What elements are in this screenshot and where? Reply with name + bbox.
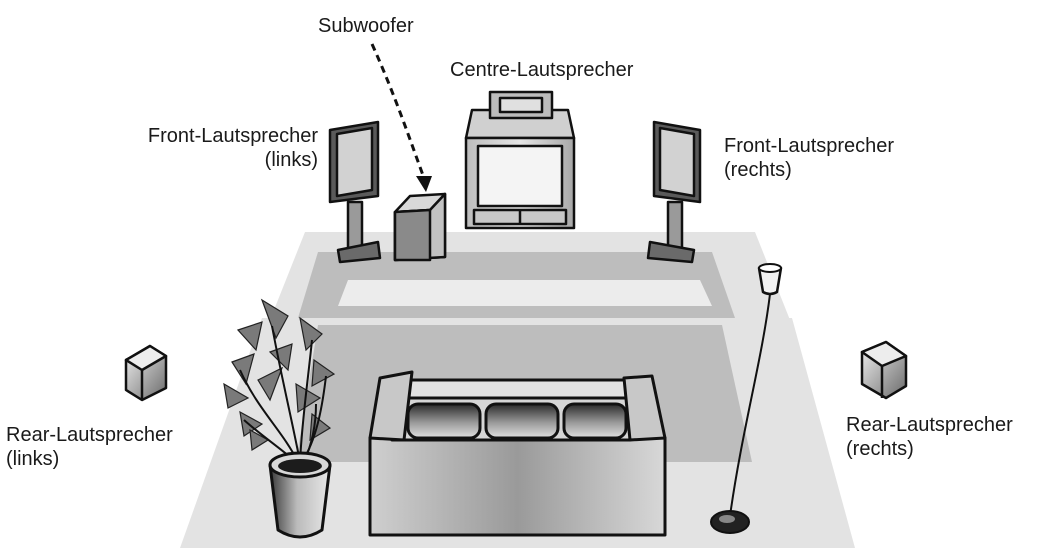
subwoofer-pointer-arrow (370, 43, 432, 192)
label-rear-right: Rear-Lautsprecher (rechts) (846, 413, 1013, 461)
rear-speaker-right (860, 340, 908, 400)
plant-stems (239, 325, 327, 463)
plant-pot (268, 451, 332, 539)
label-rear-right-line1: Rear-Lautsprecher (846, 414, 1013, 436)
sofa-cushion-2 (484, 402, 560, 440)
front-speaker-left (328, 120, 382, 264)
label-front-left-line1: Front-Lautsprecher (147, 125, 318, 147)
label-front-right-line2: (rechts) (724, 159, 792, 181)
floor-back-inner (338, 280, 712, 306)
label-front-right-line1: Front-Lautsprecher (724, 135, 895, 157)
potted-plant (223, 298, 336, 539)
plant-leaves (223, 298, 336, 452)
label-front-left-line2: (links) (264, 149, 318, 171)
label-front-right: Front-Lautsprecher (rechts) (724, 134, 894, 182)
label-centre-speaker: Centre-Lautsprecher (450, 59, 634, 81)
subwoofer-box (393, 192, 447, 262)
tv-centre-speaker (464, 90, 576, 230)
sofa (368, 370, 667, 537)
sofa-cushion-3 (562, 402, 628, 440)
label-rear-left-line2: (links) (6, 448, 60, 470)
sofa-cushion-1 (406, 402, 482, 440)
floor-lamp (710, 263, 783, 534)
front-speaker-right (646, 120, 702, 264)
label-front-left: Front-Lautsprecher (links) (112, 124, 318, 172)
rear-speaker-left (124, 344, 168, 402)
label-rear-left-line1: Rear-Lautsprecher (6, 424, 173, 446)
label-subwoofer: Subwoofer (318, 15, 414, 37)
label-rear-right-line2: (rechts) (846, 438, 914, 460)
label-rear-left: Rear-Lautsprecher (links) (6, 423, 173, 471)
